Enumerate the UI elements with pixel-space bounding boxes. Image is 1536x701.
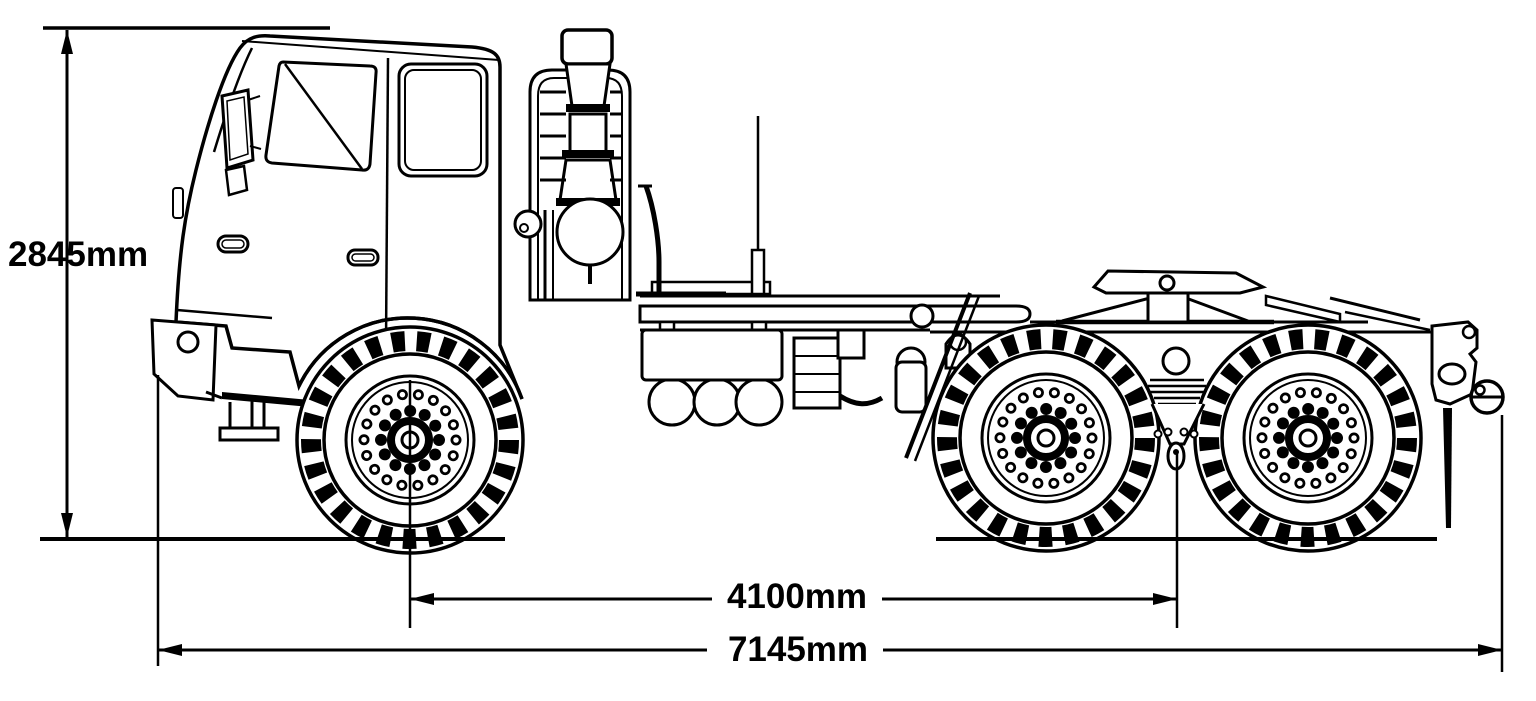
muffler (894, 360, 928, 414)
arrowhead-left (410, 593, 434, 605)
kingpin-pivot (1158, 274, 1176, 292)
air-tank (692, 377, 742, 427)
seat-frame-bar (643, 185, 662, 292)
overall-length-dimension-label: 7145mm (728, 630, 868, 669)
front-bumper-assembly (150, 318, 310, 442)
arrowhead-right (1478, 644, 1502, 656)
dimension-labels: 2845mm 4100mm 7145mm (8, 235, 868, 669)
cab-step (218, 426, 280, 442)
door-seam (384, 57, 390, 344)
front-bumper (150, 318, 218, 402)
wheelbase-dimension-label: 4100mm (727, 577, 867, 616)
fifth-wheel-ramp-plate (1091, 269, 1268, 295)
exhaust-pipe (838, 393, 884, 407)
rear-side-window (397, 62, 489, 178)
dimension-system (40, 26, 1504, 672)
tandem-suspension (1148, 346, 1206, 471)
stack-ladder-rungs (540, 90, 622, 182)
height-dimension-label: 2845mm (8, 235, 148, 274)
mid-chassis-equipment (640, 292, 981, 462)
arrowhead-up (61, 30, 73, 54)
stack-cap (560, 28, 614, 66)
lower-mirror (224, 164, 249, 197)
cab (172, 34, 524, 400)
mudflap-bracket (904, 292, 972, 459)
front-fender-arch (297, 316, 524, 400)
door-window (264, 60, 378, 172)
grab-hook (513, 209, 543, 239)
arrowhead-down (61, 513, 73, 537)
antenna (750, 116, 766, 296)
arrowhead-left (158, 644, 182, 656)
rear-wheel-2 (1195, 325, 1421, 551)
air-tank (647, 377, 697, 427)
rear-pintle-assembly (1430, 320, 1505, 528)
air-tank (734, 377, 784, 427)
latch-strip (172, 187, 184, 219)
air-cleaner (555, 197, 625, 267)
fuel-tank (640, 328, 784, 382)
exhaust-stack-assembly (513, 28, 726, 302)
fifth-wheel (1056, 269, 1342, 325)
bump-stop (1161, 346, 1191, 376)
tow-eye (176, 330, 200, 354)
arrowhead-right (1153, 593, 1177, 605)
rear-mudflap (1443, 408, 1452, 528)
rear-wheel-1 (933, 325, 1159, 551)
